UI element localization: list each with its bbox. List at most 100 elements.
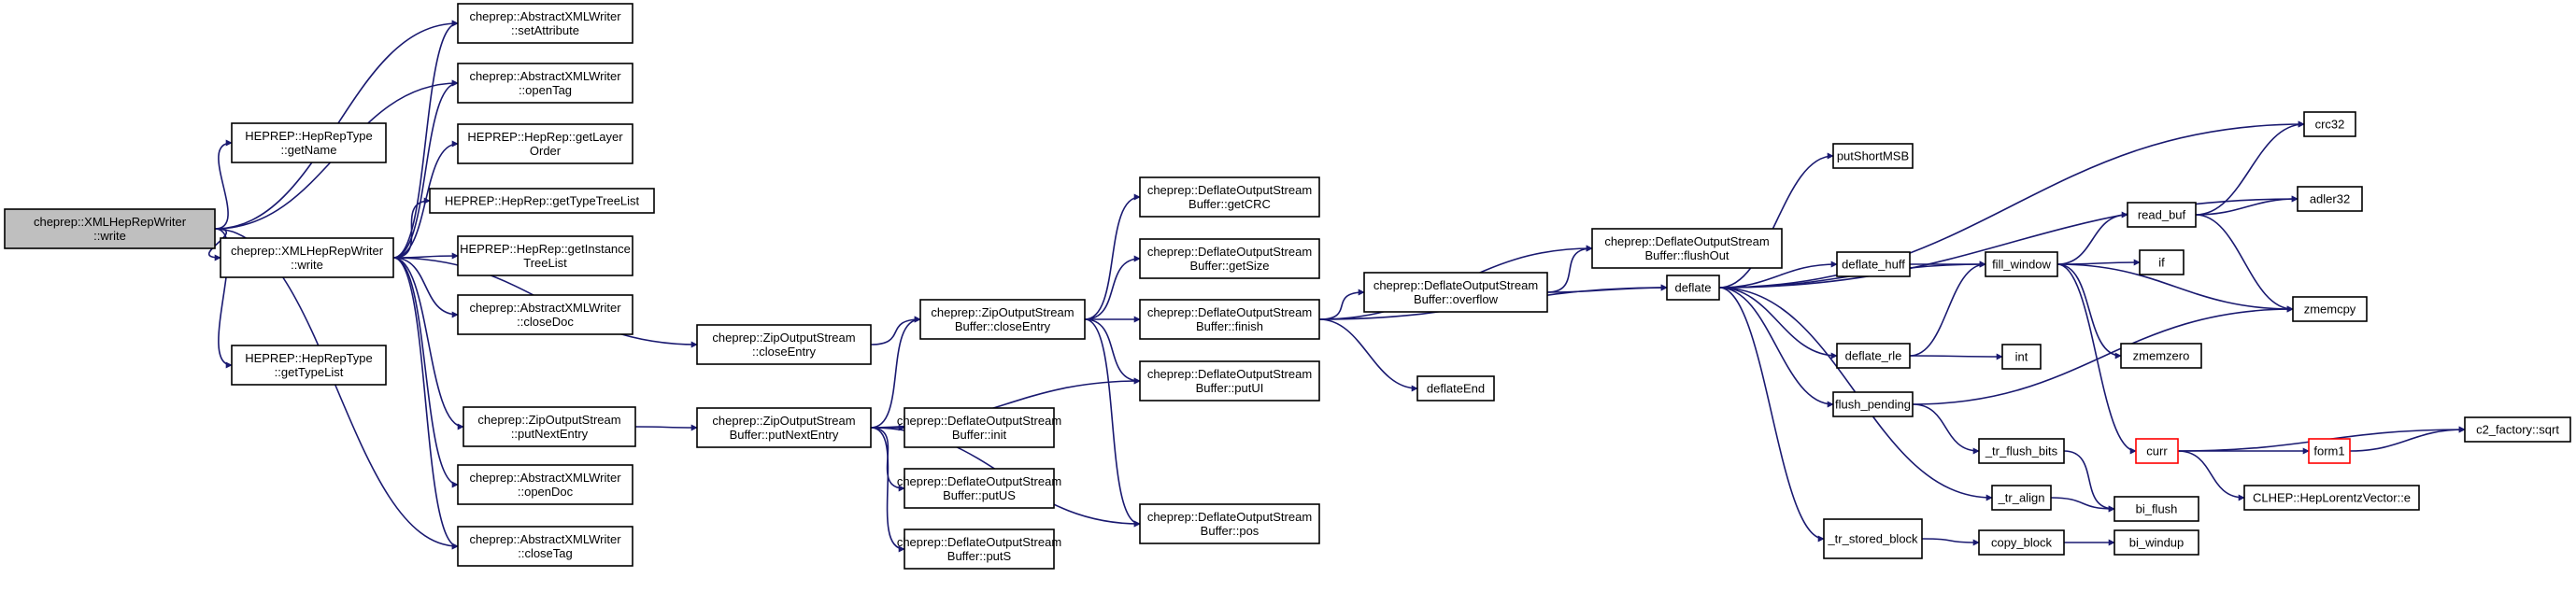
node-label: bi_windup [2129, 536, 2185, 550]
node-label: cheprep::DeflateOutputStream [1604, 234, 1769, 248]
node-label: HEPREP::HepRepType [245, 129, 373, 143]
node-zosCloseEntry[interactable]: cheprep::ZipOutputStream::closeEntry [696, 324, 872, 365]
edge-deflateRle-to-int [1909, 353, 2003, 360]
node-copyBlock[interactable]: copy_block [1978, 529, 2065, 556]
node-box [1823, 518, 1923, 559]
node-openTag[interactable]: cheprep::AbstractXMLWriter::openTag [457, 63, 633, 104]
node-box [429, 188, 655, 214]
node-label: curr [2146, 444, 2168, 458]
node-dosOverflow[interactable]: cheprep::DeflateOutputStreamBuffer::over… [1363, 272, 1548, 313]
node-box [457, 3, 633, 44]
node-label: Buffer::finish [1196, 319, 1263, 333]
node-trFlushBits[interactable]: _tr_flush_bits [1978, 438, 2065, 464]
node-zosPutNextEntry[interactable]: cheprep::ZipOutputStream::putNextEntry [463, 406, 636, 447]
node-xmlwrite[interactable]: cheprep::XMLHepRepWriter::write [220, 237, 394, 278]
node-fillWindow[interactable]: fill_window [1985, 251, 2058, 277]
node-openDoc[interactable]: cheprep::AbstractXMLWriter::openDoc [457, 464, 633, 505]
node-crc32[interactable]: crc32 [2303, 111, 2356, 137]
node-flushPending[interactable]: flush_pending [1832, 391, 1914, 417]
node-dosFinish[interactable]: cheprep::DeflateOutputStreamBuffer::fini… [1139, 299, 1320, 340]
node-dosPutUS[interactable]: cheprep::DeflateOutputStreamBuffer::putU… [897, 468, 1061, 509]
node-trAlign[interactable]: _tr_align [1991, 485, 2052, 511]
edge-zosbCloseEntry-to-dosPos [1084, 318, 1141, 528]
node-zosbPutNextEntry[interactable]: cheprep::ZipOutputStreamBuffer::putNextE… [696, 407, 872, 448]
edge-trStoredBlock-to-copyBlock [1921, 538, 1980, 546]
node-dosFlushOut[interactable]: cheprep::DeflateOutputStreamBuffer::flus… [1591, 228, 1783, 269]
node-curr[interactable]: curr [2135, 438, 2179, 464]
node-label: cheprep::ZipOutputStream [477, 413, 620, 427]
node-box [463, 406, 636, 447]
node-trStoredBlock[interactable]: _tr_stored_block [1823, 518, 1923, 559]
node-readBuf[interactable]: read_buf [2127, 202, 2197, 228]
node-dosGetSize[interactable]: cheprep::DeflateOutputStreamBuffer::getS… [1139, 238, 1320, 279]
edge-fillWindow-to-readBuf [2057, 211, 2128, 265]
node-deflateEnd[interactable]: deflateEnd [1416, 375, 1495, 402]
node-dosGetCRC[interactable]: cheprep::DeflateOutputStreamBuffer::getC… [1139, 176, 1320, 218]
node-c2sqrt[interactable]: c2_factory::sqrt [2464, 416, 2571, 443]
node-box [2303, 111, 2356, 137]
edge-zosbCloseEntry-to-dosPutUI [1084, 318, 1141, 385]
edge-flushPending-to-trFlushBits [1912, 403, 1980, 455]
node-label: zmemcpy [2304, 303, 2356, 317]
node-label: cheprep::DeflateOutputStream [1373, 278, 1538, 292]
edge-xmlwrite-to-zosPutNextEntry [392, 257, 464, 430]
node-putShortMSB[interactable]: putShortMSB [1832, 143, 1914, 169]
node-root[interactable]: cheprep::XMLHepRepWriter::write [4, 208, 216, 249]
node-setAttribute[interactable]: cheprep::AbstractXMLWriter::setAttribute [457, 3, 633, 44]
node-zmemzero[interactable]: zmemzero [2120, 343, 2202, 369]
node-box [1416, 375, 1495, 402]
node-box [2001, 344, 2042, 370]
node-label: bi_flush [2136, 502, 2178, 516]
edge-xmlwrite-to-closeTag [392, 257, 459, 550]
node-getTypeList[interactable]: HEPREP::HepRepType::getTypeList [231, 345, 387, 386]
node-box [457, 294, 633, 335]
node-getTypeTreeList[interactable]: HEPREP::HepRep::getTypeTreeList [429, 188, 655, 214]
node-dosPutUI[interactable]: cheprep::DeflateOutputStreamBuffer::putU… [1139, 360, 1320, 402]
node-box [1139, 176, 1320, 218]
node-box [1832, 143, 1914, 169]
node-deflateRle[interactable]: deflate_rle [1836, 343, 1911, 369]
node-label: Buffer::flushOut [1644, 248, 1729, 262]
node-adler32[interactable]: adler32 [2297, 186, 2363, 212]
node-label: cheprep::DeflateOutputStream [1147, 305, 1312, 319]
node-label: ::setAttribute [511, 23, 579, 37]
node-label: int [2015, 350, 2028, 364]
node-closeDoc[interactable]: cheprep::AbstractXMLWriter::closeDoc [457, 294, 633, 335]
node-deflate[interactable]: deflate [1666, 275, 1720, 301]
edge-deflateRle-to-fillWindow [1909, 261, 1986, 357]
node-form1[interactable]: form1 [2308, 438, 2351, 464]
node-label: ::write [291, 258, 323, 272]
node-zosbCloseEntry[interactable]: cheprep::ZipOutputStreamBuffer::closeEnt… [919, 299, 1086, 340]
edge-zosbPutNextEntry-to-zosbCloseEntry [870, 316, 921, 429]
edge-fillWindow-to-zmemcpy [2057, 263, 2294, 313]
node-deflateHuff[interactable]: deflate_huff [1836, 251, 1911, 277]
node-if[interactable]: if [2139, 249, 2185, 275]
node-box [919, 299, 1086, 340]
edge-dosFinish-to-deflateEnd [1318, 318, 1418, 392]
edge-form1-to-c2sqrt [2349, 426, 2466, 452]
node-box [1978, 438, 2065, 464]
edge-zosbCloseEntry-to-dosGetSize [1084, 255, 1141, 320]
node-label: c2_factory::sqrt [2476, 423, 2559, 437]
node-getName[interactable]: HEPREP::HepRepType::getName [231, 122, 387, 163]
node-biFlush[interactable]: bi_flush [2113, 496, 2199, 522]
node-hepLorentzE[interactable]: CLHEP::HepLorentzVector::e [2243, 485, 2420, 511]
node-closeTag[interactable]: cheprep::AbstractXMLWriter::closeTag [457, 526, 633, 567]
node-biWindup[interactable]: bi_windup [2113, 529, 2199, 556]
node-label: Buffer::getCRC [1188, 197, 1271, 211]
node-label: HEPREP::HepRep::getTypeTreeList [445, 194, 640, 208]
node-label: cheprep::DeflateOutputStream [897, 535, 1061, 549]
node-int[interactable]: int [2001, 344, 2042, 370]
edge-xmlwrite-to-closeDoc [392, 257, 459, 318]
node-box [2464, 416, 2571, 443]
node-box [1666, 275, 1720, 301]
node-zmemcpy[interactable]: zmemcpy [2292, 296, 2368, 322]
edge-deflate-to-putShortMSB [1718, 152, 1834, 289]
node-box [696, 324, 872, 365]
node-label: Order [530, 144, 562, 158]
